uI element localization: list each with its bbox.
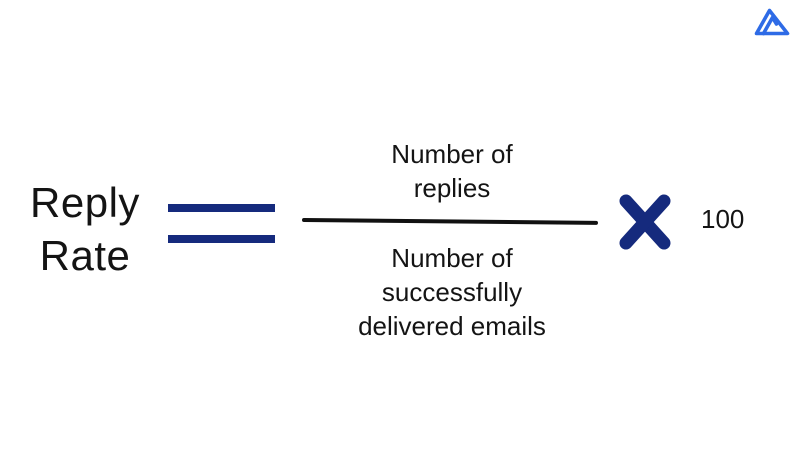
denominator-line-3: delivered emails (358, 311, 546, 341)
equals-bottom-bar (168, 235, 275, 243)
numerator-line-2: replies (413, 173, 491, 203)
multiplier-value: 100 (701, 204, 745, 234)
denominator-line-1: Number of (391, 243, 513, 273)
multiply-icon (616, 191, 674, 253)
numerator-line-1: Number of (391, 139, 513, 169)
equals-top-bar (168, 204, 275, 212)
lhs-line-2: Rate (39, 232, 131, 279)
equals-icon (168, 204, 275, 243)
fraction-denominator: Number of successfully delivered emails (302, 241, 602, 343)
lhs-line-1: Reply (30, 179, 140, 226)
fraction-bar (301, 218, 599, 225)
denominator-line-2: successfully (381, 277, 523, 307)
formula-lhs-label: Reply Rate (0, 176, 170, 282)
mountain-logo-icon (753, 6, 791, 38)
fraction-numerator: Number of replies (302, 137, 602, 205)
